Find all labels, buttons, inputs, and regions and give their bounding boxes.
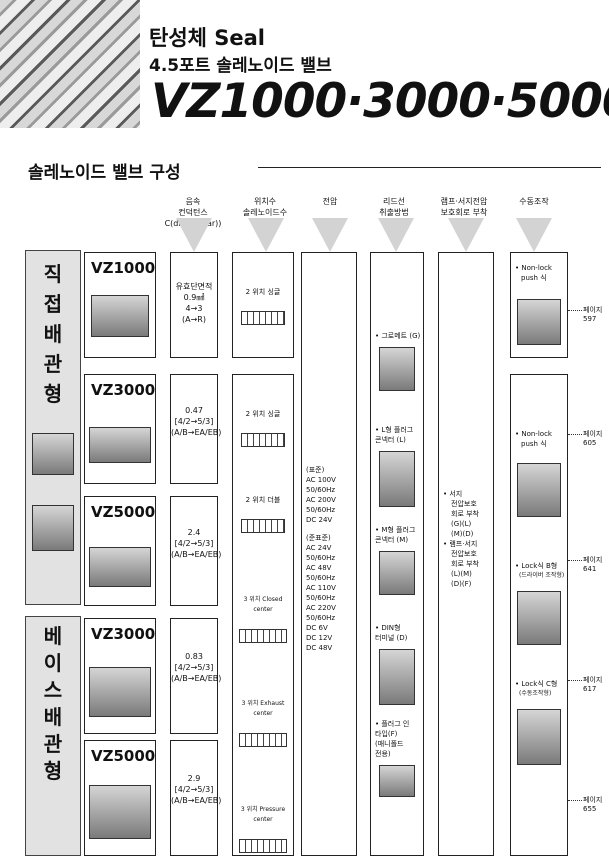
title-line2: 4.5포트 솔레노이드 밸브 [149, 56, 332, 76]
vz5000-base-photo [89, 785, 151, 839]
manual-arrow-icon [516, 218, 552, 252]
voltage-arrow-icon [312, 218, 348, 252]
title-line1: 탄성체 Seal [149, 26, 266, 50]
l-plug-photo [379, 451, 415, 507]
positions-vz3000-5000: 2 위치 싱글 2 위치 더블 3 위치 Closed center 3 위치 … [232, 374, 294, 856]
section-rule [258, 167, 601, 168]
lock-b-photo [517, 591, 561, 645]
valve-symbol-icon [241, 519, 285, 533]
flow-vz3000-base: 0.83[4/2→5/3](A/B→EA/EB) [170, 618, 221, 734]
title-model-series: VZ1000·3000·5000 [151, 74, 609, 129]
direct-valve-photo-2 [32, 505, 74, 551]
connector-line [568, 310, 582, 311]
vz1000-photo [91, 295, 149, 337]
positions-arrow-icon [248, 218, 284, 252]
flow-vz3000-direct: 0.47[4/2→5/3](A/B→EA/EB) [170, 374, 221, 484]
flow-vz5000-direct: 2.4[4/2→5/3](A/B→EA/EB) [170, 496, 221, 606]
model-vz3000-direct: VZ3000 [84, 374, 156, 484]
flow-arrow-icon [176, 218, 212, 252]
connector-line [568, 434, 582, 435]
valve-symbol-icon [239, 629, 287, 643]
positions-vz1000: 2 위치 싱글 [232, 252, 294, 358]
m-plug-photo [379, 551, 415, 595]
direct-valve-photo-1 [32, 433, 74, 475]
vz5000-direct-photo [89, 547, 151, 587]
valve-symbol-icon [241, 433, 285, 447]
lamp-arrow-icon [448, 218, 484, 252]
vz3000-direct-photo [89, 427, 151, 463]
connector-line [568, 560, 582, 561]
section-title: 솔레노이드 밸브 구성 [28, 163, 181, 183]
vz3000-base-photo [89, 667, 151, 717]
col-manual-header: 수동조작 [519, 197, 549, 206]
connector-line [568, 800, 582, 801]
valve-symbol-icon [239, 733, 287, 747]
grommet-photo [379, 347, 415, 391]
model-vz3000-base: VZ3000 [84, 618, 156, 734]
din-terminal-photo [379, 649, 415, 705]
lamp-surge-options: • 서지 전압보호 회로 부착 (G)(L) (M)(D) • 램프·서지 전압… [438, 252, 494, 856]
lock-c-photo [517, 709, 561, 765]
flow-vz5000-base: 2.9[4/2→5/3](A/B→EA/EB) [170, 740, 221, 856]
non-lock-push-photo-2 [517, 463, 561, 517]
model-vz1000: VZ1000 [84, 252, 156, 358]
col-voltage-header: 전압 [322, 197, 338, 206]
non-lock-push-photo [517, 299, 561, 345]
model-vz5000-direct: VZ5000 [84, 496, 156, 606]
group-base-piping: 베 이 스 배 관 형 [25, 616, 81, 856]
connector-line [568, 680, 582, 681]
plug-in-photo [379, 765, 415, 797]
group-direct-piping: 직 접 배 관 형 [25, 250, 81, 605]
lead-arrow-icon [378, 218, 414, 252]
valve-symbol-icon [239, 839, 287, 853]
valve-symbol-icon [241, 311, 285, 325]
voltage-list: (표준) AC 100V 50/60Hz AC 200V 50/60Hz DC … [301, 252, 357, 856]
header-product-photo [0, 0, 140, 128]
model-vz5000-base: VZ5000 [84, 740, 156, 856]
